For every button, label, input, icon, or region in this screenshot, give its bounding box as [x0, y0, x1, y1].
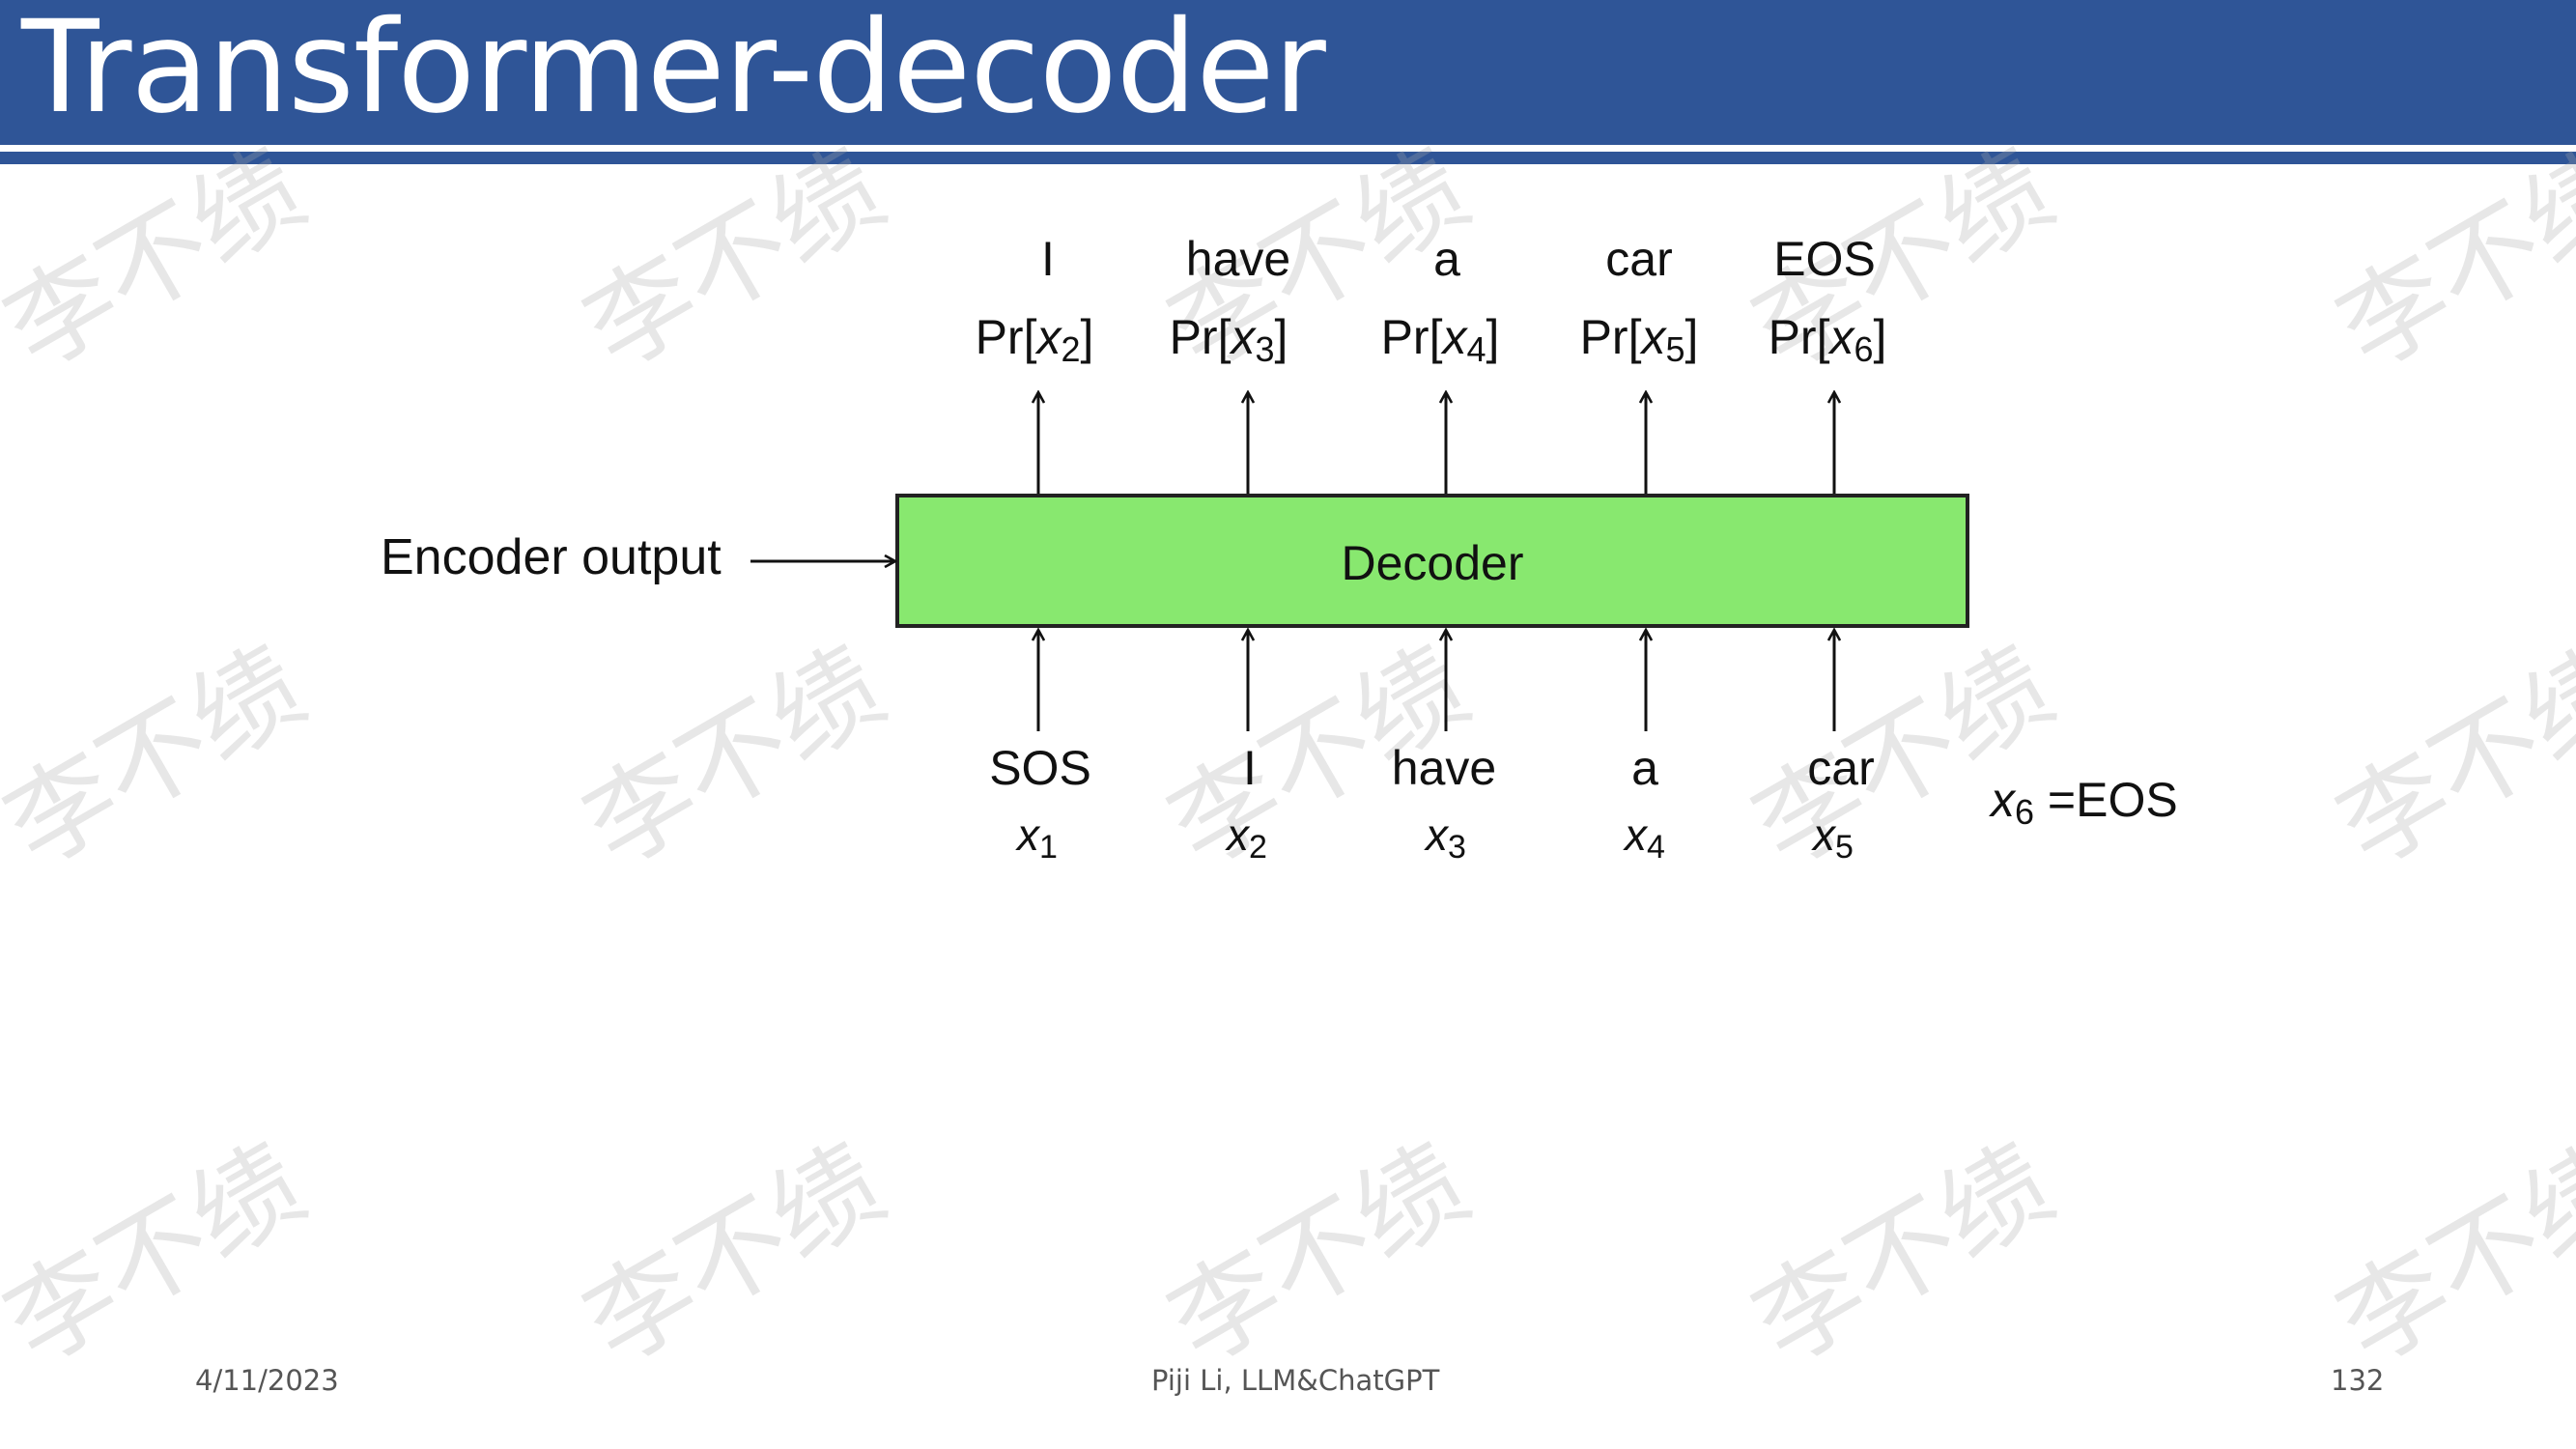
- output-word: car: [1605, 232, 1672, 286]
- input-variable: x5: [1811, 810, 1854, 866]
- footer-page-number: 132: [2331, 1364, 2385, 1397]
- output-probability: Pr[x5]: [1580, 310, 1699, 369]
- input-word: I: [1243, 741, 1257, 795]
- encoder-output-label: Encoder output: [381, 529, 722, 585]
- input-word: car: [1807, 741, 1874, 795]
- decoder-label: Decoder: [1342, 536, 1524, 590]
- eos-note: x6 =EOS: [1989, 773, 2178, 832]
- slide-title: Transformer-decoder: [21, 0, 1326, 142]
- input-word: a: [1631, 741, 1658, 795]
- output-word: I: [1041, 232, 1055, 286]
- output-probability: Pr[x4]: [1381, 310, 1500, 369]
- output-probability: Pr[x3]: [1170, 310, 1288, 369]
- input-variable: x3: [1424, 810, 1466, 866]
- input-variable: x2: [1225, 810, 1267, 866]
- decoder-box: [895, 494, 1969, 628]
- input-variable: x1: [1015, 810, 1058, 866]
- output-word: a: [1433, 232, 1460, 286]
- footer-author: Piji Li, LLM&ChatGPT: [1151, 1364, 1440, 1397]
- input-word: SOS: [989, 741, 1091, 795]
- input-variable: x4: [1623, 810, 1665, 866]
- title-divider-white: [0, 145, 2576, 152]
- output-word: have: [1186, 232, 1290, 286]
- input-word: have: [1392, 741, 1496, 795]
- output-word: EOS: [1773, 232, 1876, 286]
- output-probability: Pr[x2]: [976, 310, 1094, 369]
- title-divider-blue: [0, 152, 2576, 164]
- output-probability: Pr[x6]: [1769, 310, 1887, 369]
- footer-date: 4/11/2023: [195, 1364, 339, 1397]
- title-bar: [0, 0, 2576, 145]
